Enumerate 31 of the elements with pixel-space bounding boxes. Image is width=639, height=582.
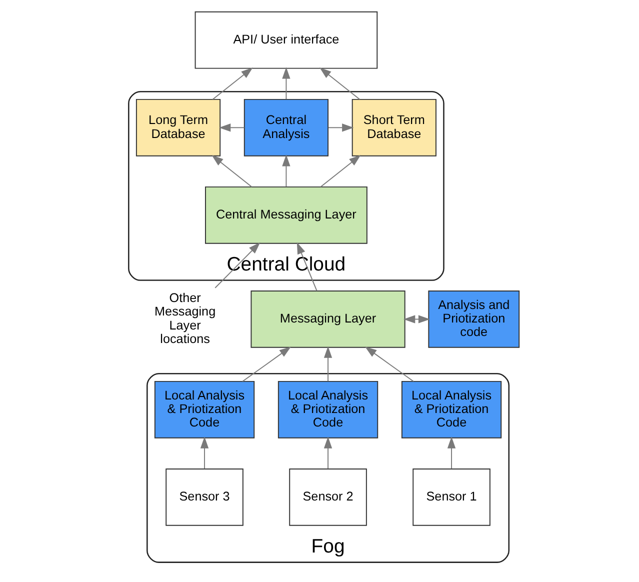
arrow [211,155,252,188]
arrow [323,346,332,382]
node-box: Local Analysis & Priotization Code [277,380,378,438]
node-box: Local Analysis & Priotization Code [400,380,502,438]
node-box: Short Term Database [351,98,436,156]
arrow [402,315,430,324]
arrow [282,67,290,100]
node-text: Other Messaging Layer locations [154,291,216,346]
node-box: Messaging Layer [250,290,405,348]
node-box: Long Term Database [135,98,220,156]
arrow [327,124,354,132]
arrow [218,124,244,132]
arrow [323,436,332,470]
node-box: Central Messaging Layer [204,186,367,244]
node-box: Central Analysis [243,98,328,156]
node-box: Sensor 3 [165,468,243,526]
arrow [214,242,260,288]
arrow [446,436,456,470]
node-box: Local Analysis & Priotization Code [154,380,254,438]
arrow [364,346,414,382]
node-box: Analysis and Priotization code [428,290,520,348]
node-box: API/ User interface [194,11,378,69]
arrow [200,436,208,470]
arrow [296,242,317,292]
node-box: Sensor 2 [288,468,366,526]
node-box: Sensor 1 [412,468,490,526]
arrow [319,68,360,100]
arrow [320,155,360,188]
arrow [282,154,290,188]
arrow [242,346,291,382]
arrow [212,68,252,100]
